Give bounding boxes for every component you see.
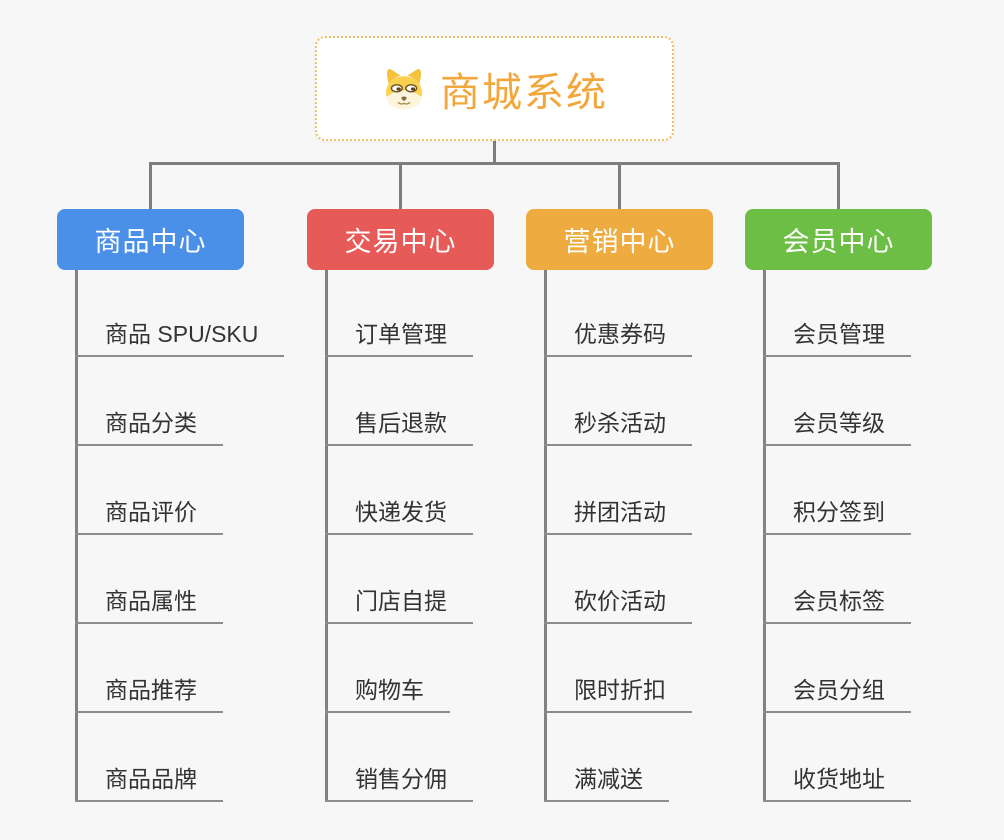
node-item[interactable]: 订单管理: [325, 319, 473, 357]
node-item[interactable]: 积分签到: [763, 497, 911, 535]
branch-trunk-line: [763, 270, 766, 802]
node-item[interactable]: 商品推荐: [75, 675, 223, 713]
node-item[interactable]: 商品评价: [75, 497, 223, 535]
node-item[interactable]: 限时折扣: [544, 675, 692, 713]
node-item[interactable]: 会员管理: [763, 319, 911, 357]
node-item[interactable]: 商品 SPU/SKU: [75, 319, 285, 357]
branch-product-center: 商品中心 商品 SPU/SKU 商品分类 商品评价 商品属性 商品推荐 商品品牌: [57, 0, 297, 840]
node-item[interactable]: 售后退款: [325, 408, 473, 446]
node-item[interactable]: 购物车: [325, 675, 450, 713]
branch-header-trade-center[interactable]: 交易中心: [307, 209, 494, 270]
branch-header-member-center[interactable]: 会员中心: [745, 209, 932, 270]
branch-marketing-center: 营销中心 优惠券码 秒杀活动 拼团活动 砍价活动 限时折扣 满减送: [526, 0, 766, 840]
doge-face-icon: [381, 66, 427, 112]
branch-header-product-center[interactable]: 商品中心: [57, 209, 244, 270]
connector-drop-member: [837, 162, 840, 210]
node-item[interactable]: 满减送: [544, 764, 669, 802]
branch-header-marketing-center[interactable]: 营销中心: [526, 209, 713, 270]
node-item[interactable]: 秒杀活动: [544, 408, 692, 446]
connector-horizontal: [149, 162, 840, 165]
connector-drop-trade: [399, 162, 402, 210]
node-item[interactable]: 门店自提: [325, 586, 473, 624]
branch-member-center: 会员中心 会员管理 会员等级 积分签到 会员标签 会员分组 收货地址: [745, 0, 985, 840]
root-title: 商城系统: [440, 70, 608, 115]
node-item[interactable]: 砍价活动: [544, 586, 692, 624]
branch-trunk-line: [325, 270, 328, 802]
node-item[interactable]: 会员标签: [763, 586, 911, 624]
branch-trunk-line: [75, 270, 78, 802]
node-item[interactable]: 商品品牌: [75, 764, 223, 802]
branch-trunk-line: [544, 270, 547, 802]
connector-drop-product: [149, 162, 152, 210]
node-item[interactable]: 收货地址: [763, 764, 911, 802]
connector-drop-marketing: [618, 162, 621, 210]
node-item[interactable]: 销售分佣: [325, 764, 473, 802]
node-item[interactable]: 会员等级: [763, 408, 911, 446]
node-item[interactable]: 商品分类: [75, 408, 223, 446]
node-item[interactable]: 会员分组: [763, 675, 911, 713]
node-item[interactable]: 快递发货: [325, 497, 473, 535]
branch-trade-center: 交易中心 订单管理 售后退款 快递发货 门店自提 购物车 销售分佣: [307, 0, 547, 840]
node-item[interactable]: 商品属性: [75, 586, 223, 624]
node-item[interactable]: 拼团活动: [544, 497, 692, 535]
root-node[interactable]: 商城系统: [315, 36, 674, 141]
node-item[interactable]: 优惠券码: [544, 319, 692, 357]
connector-root-stem: [493, 141, 496, 165]
